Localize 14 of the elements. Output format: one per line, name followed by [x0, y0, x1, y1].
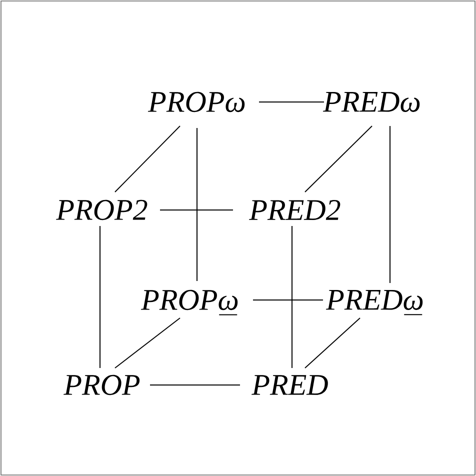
- cube-vertex-label: PROP2: [56, 200, 148, 220]
- cube-vertex-label: PRED2: [249, 200, 340, 220]
- cube-vertex-label: PRED: [252, 375, 328, 395]
- connector-line: [150, 384, 240, 386]
- cube-vertex-label: PROPω: [148, 92, 245, 112]
- connector-line: [114, 318, 180, 368]
- connector-line: [304, 126, 372, 192]
- connector-line: [114, 126, 180, 192]
- cube-vertex-label: PROPω: [140, 290, 238, 310]
- cube-vertex-label: PREDω: [326, 290, 423, 310]
- connector-line: [304, 318, 360, 368]
- connector-line: [196, 128, 198, 282]
- cube-vertex-label: PROP: [64, 374, 140, 396]
- cube-vertex-label: PREDω: [322, 92, 420, 112]
